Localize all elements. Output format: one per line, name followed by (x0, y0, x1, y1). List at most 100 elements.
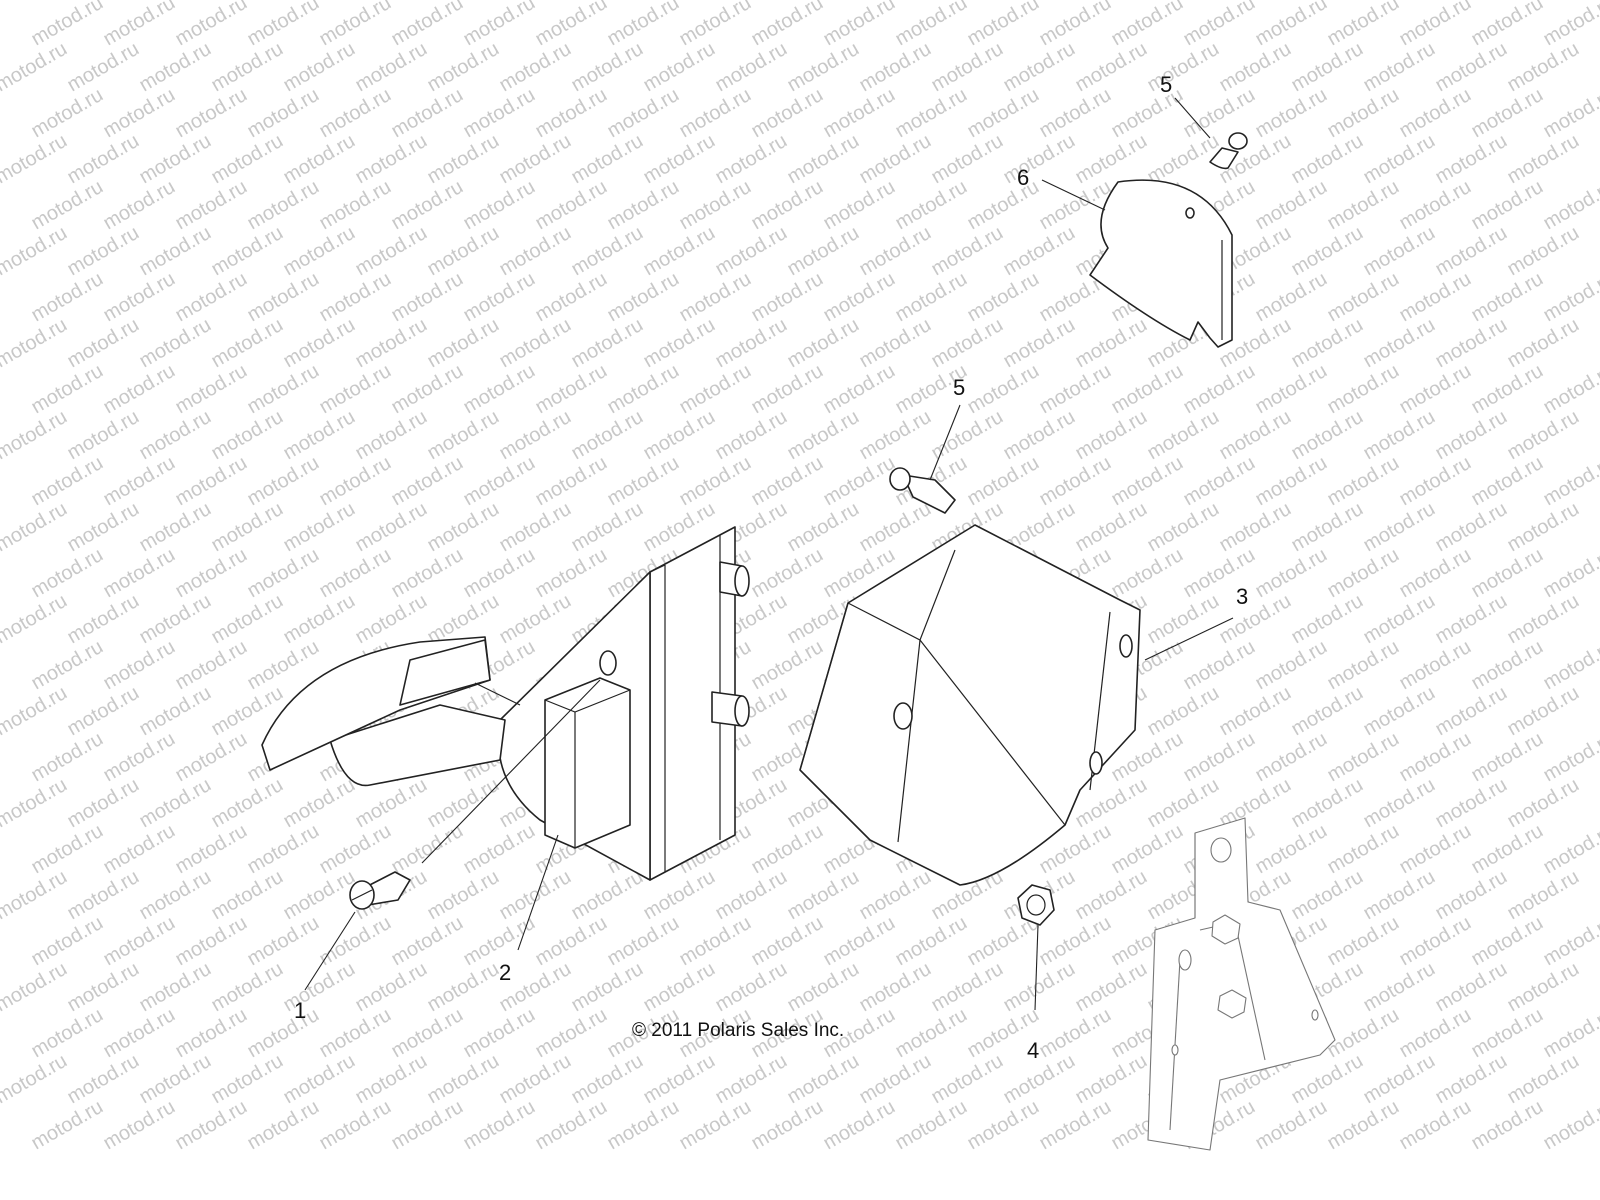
callout-3: 3 (1236, 584, 1248, 609)
callout-5-top: 5 (1160, 72, 1172, 97)
watermark-text: motod.ru (136, 682, 215, 741)
watermark-text: motod.ru (172, 268, 251, 327)
watermark-text: motod.ru (1504, 590, 1583, 649)
watermark-text: motod.ru (1252, 0, 1331, 50)
watermark-text: motod.ru (820, 452, 899, 511)
watermark-text: motod.ru (604, 912, 683, 971)
part-5-fastener-middle (889, 467, 956, 514)
watermark-text: motod.ru (64, 498, 143, 557)
watermark-text: motod.ru (1144, 498, 1223, 557)
watermark-text: motod.ru (1072, 958, 1151, 1017)
watermark-text: motod.ru (352, 314, 431, 373)
watermark-text: motod.ru (1036, 1004, 1115, 1063)
watermark-text: motod.ru (1288, 130, 1367, 189)
watermark-text: motod.ru (316, 1096, 395, 1155)
watermark-text: motod.ru (28, 544, 107, 603)
watermark-text: motod.ru (784, 498, 863, 557)
watermark-text: motod.ru (100, 84, 179, 143)
watermark-text: motod.ru (676, 84, 755, 143)
watermark-text: motod.ru (1504, 774, 1583, 833)
watermark-text: motod.ru (856, 314, 935, 373)
watermark-text: motod.ru (1432, 406, 1511, 465)
watermark-text: motod.ru (172, 176, 251, 235)
watermark-text: motod.ru (64, 130, 143, 189)
watermark-text: motod.ru (424, 1050, 503, 1109)
watermark-text: motod.ru (1468, 360, 1547, 419)
watermark-text: motod.ru (496, 498, 575, 557)
watermark-text: motod.ru (1396, 728, 1475, 787)
watermark-text: motod.ru (1252, 84, 1331, 143)
watermark-text: motod.ru (28, 820, 107, 879)
watermark-text: motod.ru (784, 406, 863, 465)
watermark-text: motod.ru (1216, 406, 1295, 465)
watermark-text: motod.ru (784, 866, 863, 925)
watermark-text: motod.ru (1036, 0, 1115, 50)
watermark-text: motod.ru (1252, 820, 1331, 879)
watermark-text: motod.ru (208, 498, 287, 557)
watermark-text: motod.ru (136, 866, 215, 925)
watermark-text: motod.ru (136, 590, 215, 649)
watermark-text: motod.ru (1468, 1096, 1547, 1155)
watermark-text: motod.ru (100, 360, 179, 419)
watermark-text: motod.ru (100, 1096, 179, 1155)
watermark-text: motod.ru (136, 1050, 215, 1109)
watermark-text: motod.ru (1324, 268, 1403, 327)
watermark-text: motod.ru (280, 590, 359, 649)
watermark-text: motod.ru (172, 84, 251, 143)
watermark-text: motod.ru (316, 912, 395, 971)
watermark-text: motod.ru (1468, 268, 1547, 327)
watermark-text: motod.ru (748, 360, 827, 419)
watermark-text: motod.ru (532, 1004, 611, 1063)
watermark-layer: motod.rumotod.rumotod.rumotod.rumotod.ru… (0, 0, 1600, 1154)
watermark-text: motod.ru (136, 130, 215, 189)
watermark-text: motod.ru (712, 866, 791, 925)
watermark-text: motod.ru (100, 544, 179, 603)
watermark-text: motod.ru (244, 176, 323, 235)
part-4-nut (1017, 884, 1055, 926)
watermark-text: motod.ru (1468, 176, 1547, 235)
watermark-text: motod.ru (460, 452, 539, 511)
watermark-text: motod.ru (568, 866, 647, 925)
watermark-text: motod.ru (1360, 498, 1439, 557)
watermark-text: motod.ru (676, 0, 755, 50)
watermark-text: motod.ru (424, 314, 503, 373)
watermark-text: motod.ru (28, 360, 107, 419)
watermark-text: motod.ru (1360, 38, 1439, 97)
watermark-text: motod.ru (244, 1004, 323, 1063)
watermark-text: motod.ru (892, 1004, 971, 1063)
watermark-text: motod.ru (208, 958, 287, 1017)
watermark-text: motod.ru (1468, 820, 1547, 879)
watermark-text: motod.ru (676, 452, 755, 511)
watermark-text: motod.ru (568, 314, 647, 373)
watermark-text: motod.ru (460, 0, 539, 50)
watermark-text: motod.ru (1324, 1096, 1403, 1155)
watermark-text: motod.ru (820, 268, 899, 327)
watermark-text: motod.ru (1108, 544, 1187, 603)
watermark-text: motod.ru (1072, 866, 1151, 925)
watermark-text: motod.ru (1396, 0, 1475, 50)
watermark-text: motod.ru (460, 176, 539, 235)
watermark-text: motod.ru (316, 176, 395, 235)
watermark-text: motod.ru (172, 360, 251, 419)
watermark-text: motod.ru (1396, 636, 1475, 695)
watermark-text: motod.ru (820, 912, 899, 971)
watermark-text: motod.ru (172, 912, 251, 971)
watermark-text: motod.ru (316, 1004, 395, 1063)
watermark-text: motod.ru (352, 406, 431, 465)
watermark-text: motod.ru (1216, 38, 1295, 97)
watermark-text: motod.ru (532, 544, 611, 603)
watermark-text: motod.ru (532, 176, 611, 235)
watermark-text: motod.ru (280, 38, 359, 97)
watermark-text: motod.ru (100, 268, 179, 327)
watermark-text: motod.ru (1216, 590, 1295, 649)
watermark-text: motod.ru (424, 498, 503, 557)
watermark-text: motod.ru (532, 0, 611, 50)
leader-lines (304, 97, 1234, 1011)
watermark-text: motod.ru (208, 866, 287, 925)
leader-1 (304, 911, 356, 991)
watermark-text: motod.ru (388, 360, 467, 419)
watermark-text: motod.ru (1360, 958, 1439, 1017)
watermark-text: motod.ru (388, 452, 467, 511)
watermark-text: motod.ru (1468, 1004, 1547, 1063)
watermark-text: motod.ru (244, 360, 323, 419)
